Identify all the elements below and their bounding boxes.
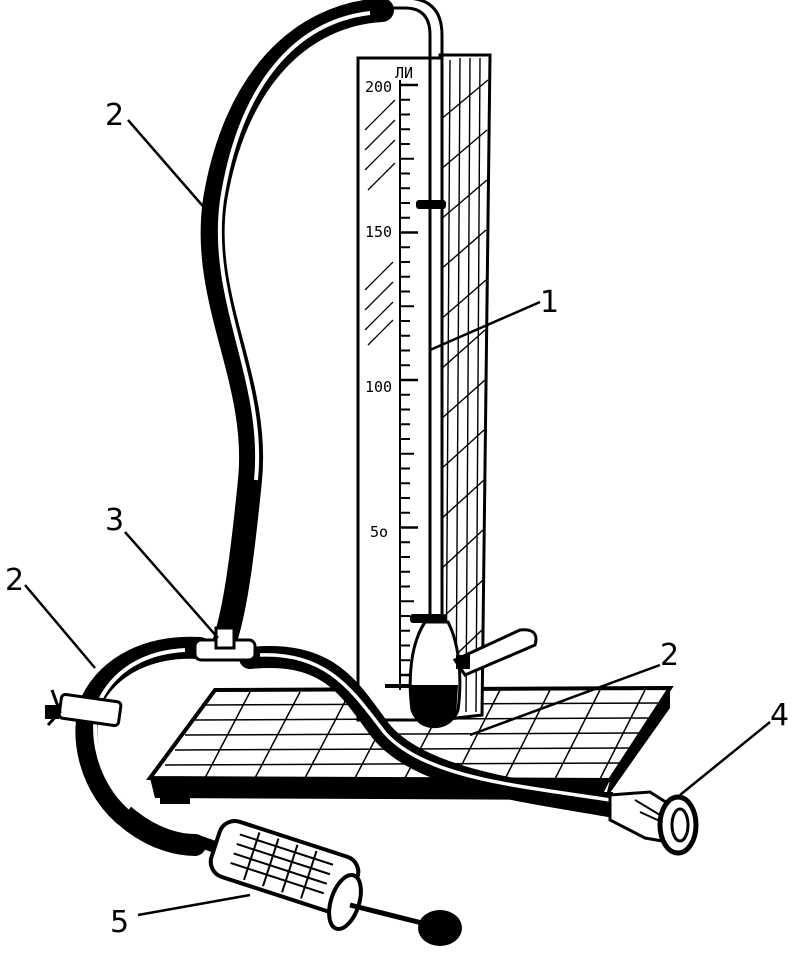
callout-2-left: 2 [5,563,24,598]
scale-top-text: ЛИ [395,64,413,82]
scale-label-150: 150 [365,223,392,241]
stand-side-hatching [439,57,489,713]
callout-2-top: 2 [105,98,124,133]
scale-ticks: 200 150 100 5o ЛИ [365,64,413,541]
callout-2-right: 2 [660,638,679,673]
tube-clamp-top [416,200,446,209]
cuff-connector [608,790,699,856]
base-board [146,685,674,804]
callout-3: 3 [105,503,124,538]
syringe [193,819,462,946]
manometer-tube [385,0,538,729]
callout-1: 1 [540,285,559,320]
tube-clamp [45,689,123,728]
scale-label-100: 100 [365,378,392,396]
callouts: 2 1 3 2 2 4 5 [5,98,789,940]
side-outlet [452,628,538,677]
callout-4: 4 [770,698,789,733]
callout-5: 5 [110,905,129,940]
scale-label-200: 200 [365,78,392,96]
scale-label-50: 5o [370,523,388,541]
t-connector [193,626,257,662]
plate-hatching [364,99,396,346]
rubber-tubing [75,0,631,856]
